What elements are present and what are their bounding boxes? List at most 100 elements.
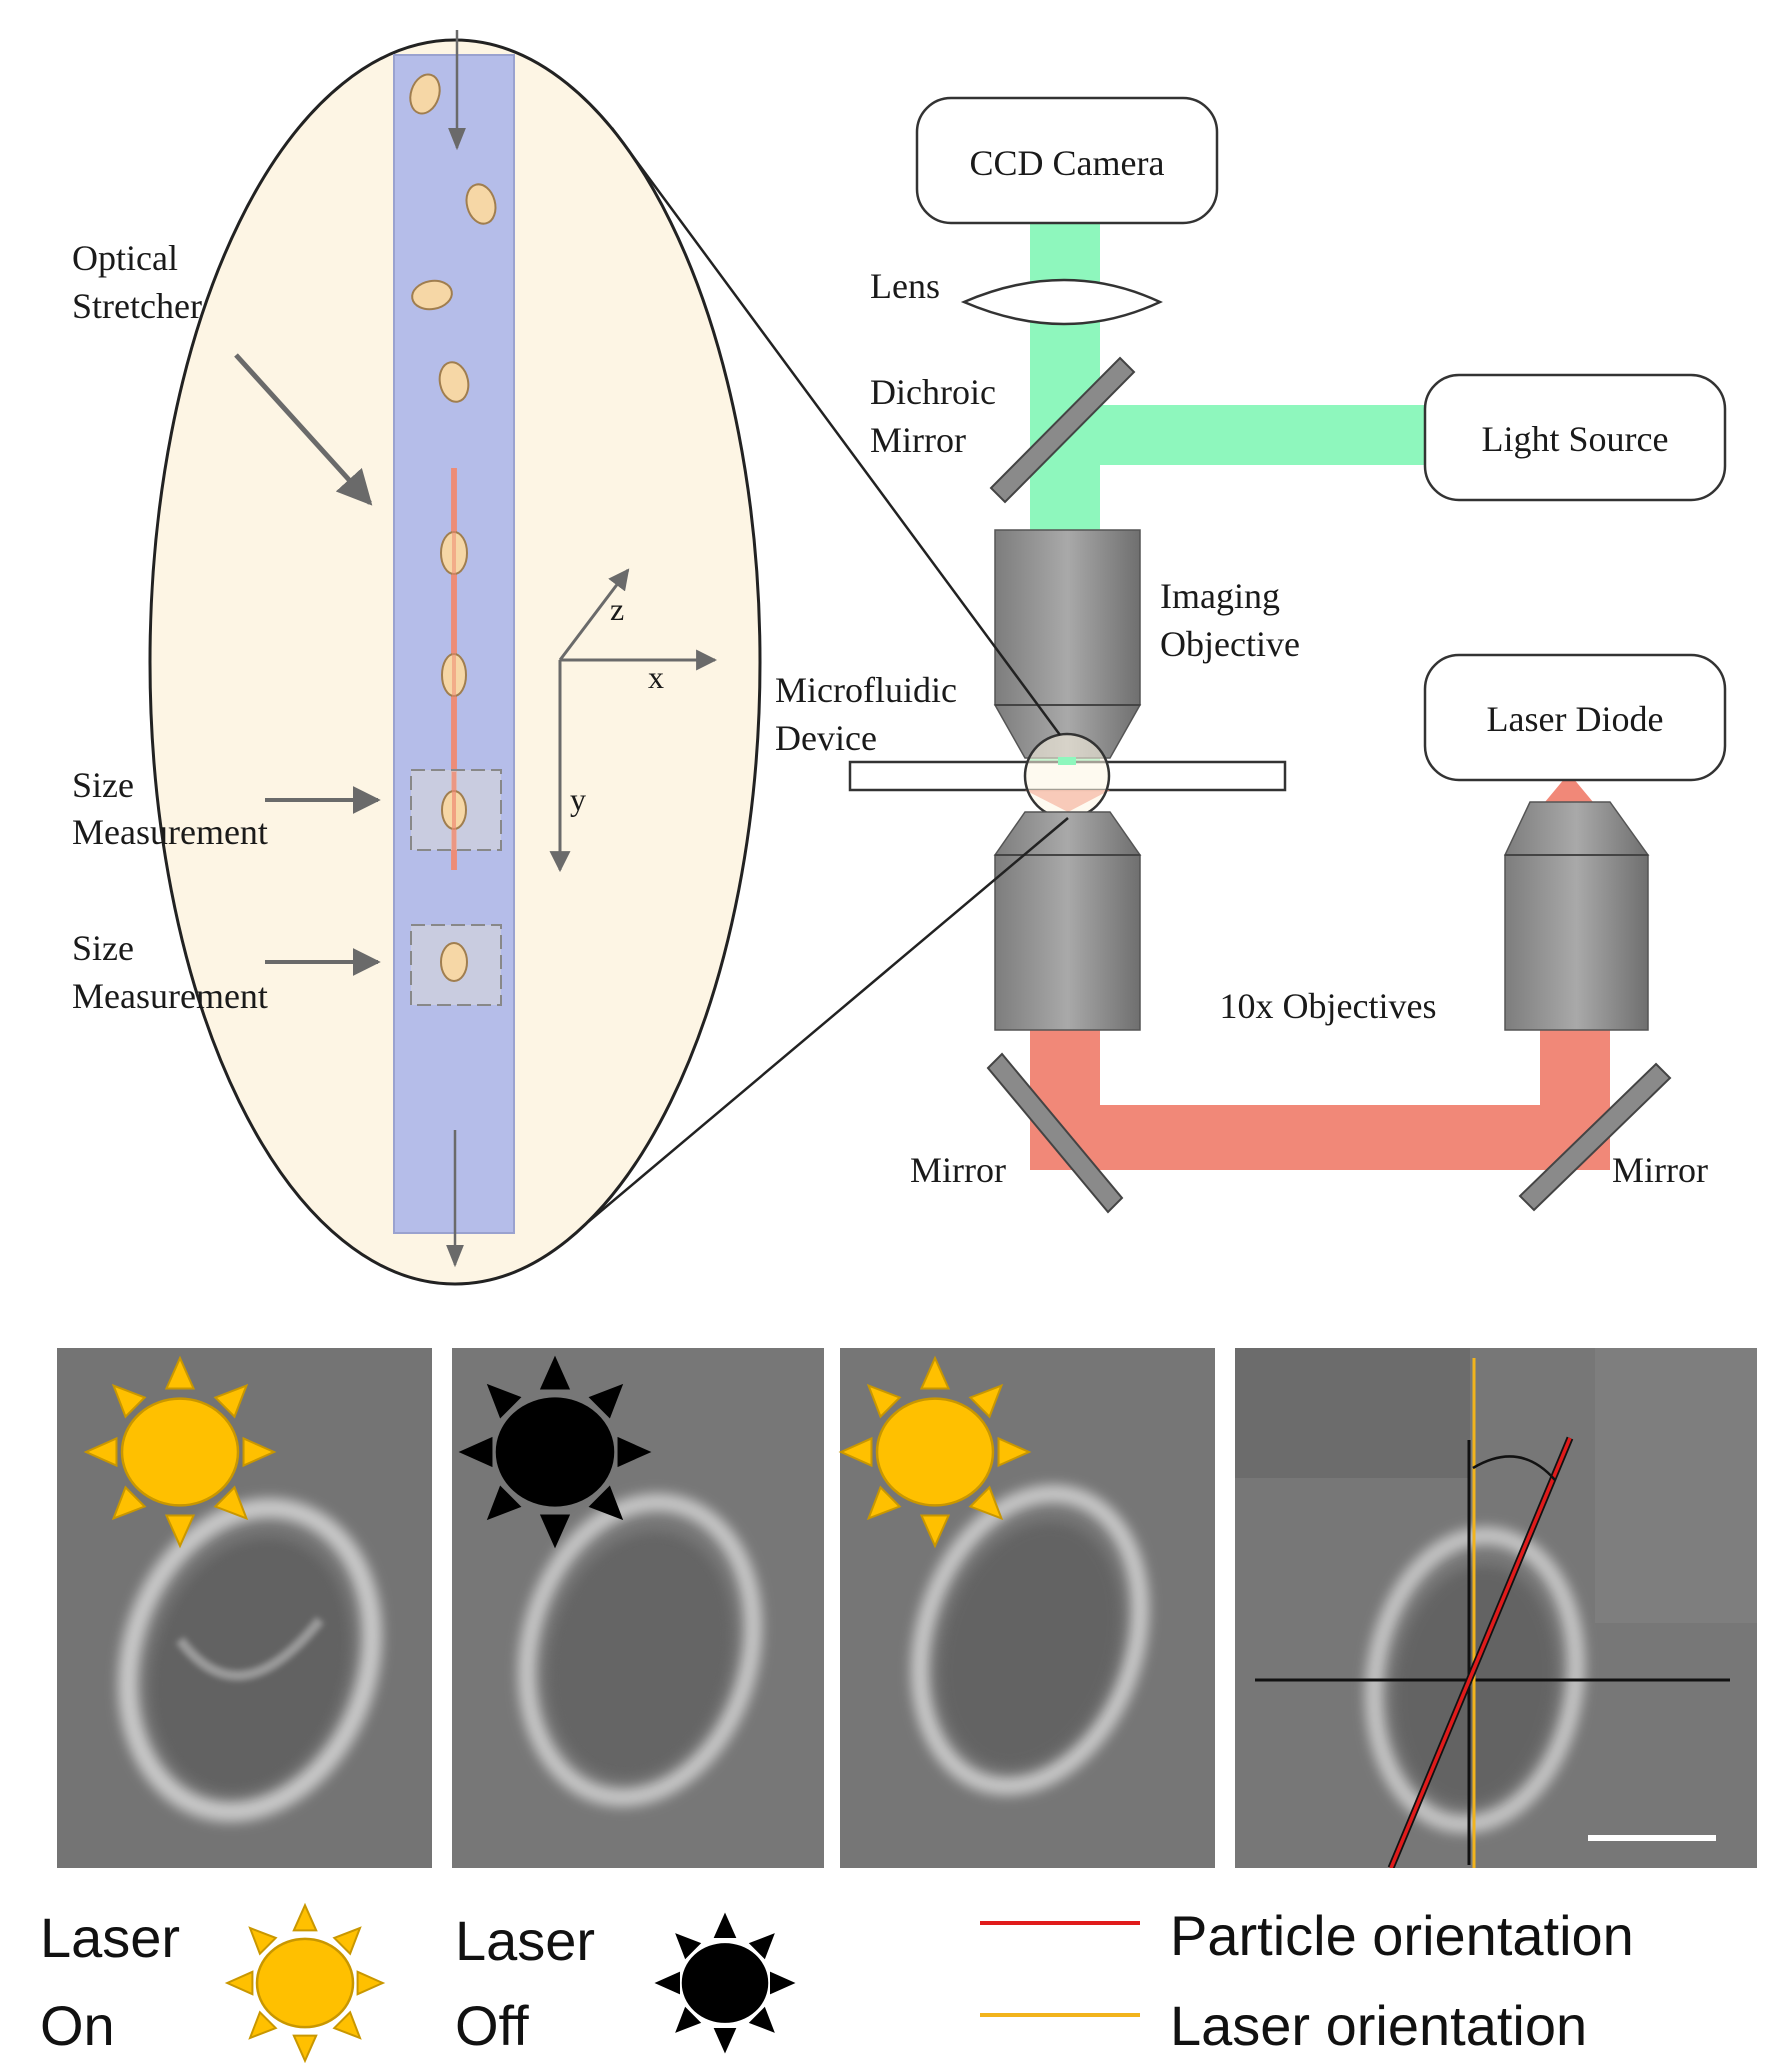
cell (409, 73, 441, 115)
cell (411, 279, 453, 311)
mirror-left-label: Mirror (910, 1150, 1006, 1190)
zoom-line-top (610, 127, 1062, 736)
imaging-objective (993, 529, 1142, 759)
sun-ray (968, 1485, 1004, 1521)
sun-ray (588, 1485, 624, 1521)
light-source-label: Light Source (1482, 419, 1669, 459)
light-source-box (1423, 373, 1727, 502)
sun-ray (486, 1383, 522, 1419)
optical-stretcher-pointer (234, 353, 373, 506)
dichroic-mirror-label: Dichroic Mirror (870, 372, 1005, 460)
laser-off-sun-icon (458, 1355, 652, 1549)
micrograph-panel-orientation-analysis (1235, 1348, 1757, 1868)
magnified-channel-view: x y z Optical Stretcher Size Measurement… (72, 30, 762, 1286)
sun-ray (997, 1436, 1032, 1468)
size-measurement-label-2: Size Measurement (72, 928, 268, 1016)
cell (465, 183, 497, 225)
orientation-angle-arc (1472, 1455, 1556, 1481)
sun-ray (356, 1970, 386, 1996)
sun-ray (919, 1355, 951, 1390)
laser-diode-emission (1545, 778, 1593, 802)
sun-ray (919, 1514, 951, 1549)
sun-ray (83, 1436, 118, 1468)
sun-ray (292, 1902, 318, 1932)
legend: Laser On Laser Off Particle orientation … (40, 1902, 1634, 2063)
bottom-objective (993, 811, 1142, 1031)
sun-ray (213, 1383, 249, 1419)
laser-beam-horizontal (1030, 1105, 1610, 1170)
zoom-line-bottom (587, 817, 1069, 1223)
sun-ray (111, 1383, 147, 1419)
sun-ray (213, 1485, 249, 1521)
sun-ray (539, 1514, 571, 1549)
focus-region-circle (1023, 732, 1111, 820)
sun-ray (332, 2010, 362, 2040)
sun-ray (617, 1436, 652, 1468)
optical-stretcher-label: Optical Stretcher (72, 238, 202, 326)
axis-z-label: z (610, 591, 624, 627)
sun-ray (111, 1485, 147, 1521)
micrograph-panel-laser-off (452, 1348, 824, 1868)
lens-label: Lens (870, 266, 940, 306)
sun-ray (675, 1933, 702, 1960)
optical-setup: CCD Camera Lens Dichroic Mirror Light So… (775, 96, 1727, 1214)
sun-ray (458, 1436, 493, 1468)
sun-disc (495, 1397, 615, 1507)
ccd-camera-box (915, 96, 1219, 225)
laser-objective (1503, 801, 1650, 1031)
ccd-camera-label: CCD Camera (970, 143, 1165, 183)
z-axis-arrow (558, 568, 630, 661)
laser-diode-label: Laser Diode (1487, 699, 1664, 739)
laser-diode-box (1423, 653, 1727, 782)
legend-laser-off-label: Laser Off (455, 1909, 611, 2057)
cell (438, 361, 470, 403)
sun-ray (164, 1355, 196, 1390)
sun-ray (242, 1436, 277, 1468)
sun-disc (255, 1937, 355, 2029)
sun-disc (875, 1397, 995, 1507)
micrograph-panel-laser-on-1 (57, 1348, 432, 1868)
axis-x-label: x (648, 659, 664, 695)
axis-y-label: y (570, 781, 586, 817)
mirror-right (1518, 1062, 1672, 1212)
sun-ray (588, 1383, 624, 1419)
laser-on-sun-icon (83, 1355, 277, 1549)
sun-ray (539, 1355, 571, 1390)
sun-ray (654, 1971, 680, 1995)
sun-ray (713, 2028, 737, 2054)
sun-ray (866, 1485, 902, 1521)
sun-ray (748, 1933, 775, 1960)
sun-ray (486, 1485, 522, 1521)
laser-on-sun-icon (838, 1355, 1032, 1549)
sun-ray (292, 2034, 318, 2063)
particle-orientation-line (1389, 1437, 1572, 1868)
illumination-beam (1065, 405, 1425, 465)
sun-disc (681, 1943, 769, 2023)
dichroic-mirror (989, 356, 1136, 504)
sun-ray (675, 2006, 702, 2033)
legend-sun-off-icon (654, 1912, 796, 2054)
sun-ray (164, 1514, 196, 1549)
legend-laser-on-label: Laser On (40, 1906, 196, 2057)
sun-ray (866, 1383, 902, 1419)
micrograph-panel-laser-on-2 (840, 1348, 1215, 1868)
lens-icon (960, 278, 1163, 326)
imaging-focus (1058, 757, 1076, 765)
sun-ray (770, 1971, 796, 1995)
objectives-10x-label: 10x Objectives (1220, 986, 1437, 1026)
legend-particle-orientation-label: Particle orientation (1170, 1904, 1634, 1967)
sun-disc (120, 1397, 240, 1507)
legend-laser-orientation-label: Laser orientation (1170, 1994, 1587, 2057)
sun-ray (224, 1970, 254, 1996)
sun-ray (838, 1436, 873, 1468)
mirror-right-label: Mirror (1612, 1150, 1708, 1190)
size-measurement-label-1: Size Measurement (72, 765, 268, 852)
scale-bar (1588, 1835, 1716, 1841)
legend-sun-on-icon (224, 1902, 386, 2063)
mirror-left (986, 1052, 1124, 1214)
sun-ray (248, 2010, 278, 2040)
sun-ray (748, 2006, 775, 2033)
imaging-objective-label: Imaging Objective (1160, 576, 1300, 664)
